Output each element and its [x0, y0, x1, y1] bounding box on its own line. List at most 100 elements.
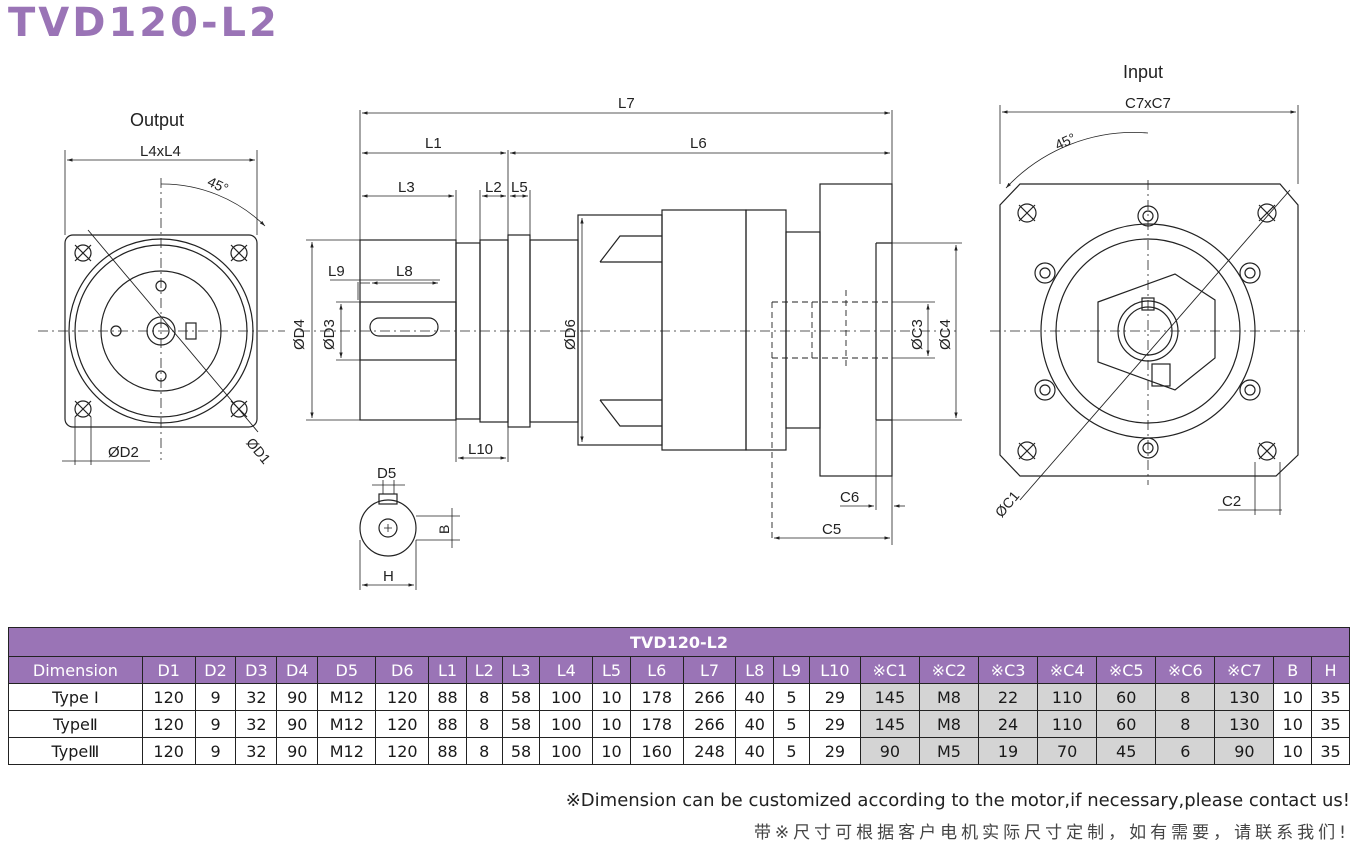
table-title-row: TVD120-L2	[8, 627, 1350, 657]
dim-l10: L10	[468, 441, 493, 458]
header-cell: ※C6	[1155, 656, 1216, 684]
table-cell: 8	[1155, 710, 1216, 738]
table-cell: 32	[235, 683, 278, 711]
header-cell: ※C7	[1214, 656, 1275, 684]
header-dimension: Dimension	[8, 656, 143, 684]
dim-c6: C6	[840, 489, 859, 506]
table-cell: 120	[375, 710, 430, 738]
table-cell: 35	[1311, 710, 1350, 738]
bolt-holes	[1017, 203, 1277, 461]
key-b-label: B	[436, 525, 452, 534]
table-cell: 58	[501, 710, 541, 738]
table-cell: 160	[629, 737, 684, 765]
table-cell: 266	[682, 710, 737, 738]
header-cell: L6	[629, 656, 684, 684]
header-cell: L5	[592, 656, 631, 684]
key-d5-label: D5	[377, 465, 396, 482]
table-cell: 29	[808, 710, 861, 738]
table-cell: 5	[773, 737, 810, 765]
output-width-label: L4xL4	[140, 143, 181, 160]
table-cell: 32	[235, 737, 278, 765]
output-view	[38, 150, 285, 465]
table-cell: 8	[465, 737, 503, 765]
table-cell: 22	[978, 683, 1039, 711]
table-title: TVD120-L2	[8, 627, 1350, 657]
input-view	[990, 105, 1305, 515]
table-cell: 40	[735, 737, 775, 765]
table-cell: 10	[592, 710, 631, 738]
table-cell: M12	[317, 710, 377, 738]
dim-l7: L7	[618, 95, 635, 112]
table-cell: 100	[539, 683, 594, 711]
header-cell: D4	[276, 656, 319, 684]
table-cell: 110	[1037, 710, 1098, 738]
table-cell: 266	[682, 683, 737, 711]
table-cell: 145	[859, 683, 920, 711]
header-cell: D2	[194, 656, 237, 684]
gear-housing	[577, 214, 663, 446]
table-cell: 10	[1273, 710, 1313, 738]
dim-c3: ØC3	[909, 319, 926, 350]
table-cell: 120	[375, 683, 430, 711]
dim-l9: L9	[328, 263, 345, 280]
input-c2-label: C2	[1222, 493, 1241, 510]
table-cell: 9	[194, 737, 237, 765]
table-cell: 8	[465, 710, 503, 738]
table-cell: 40	[735, 683, 775, 711]
header-cell: D6	[375, 656, 430, 684]
technical-drawing: Output L4xL4 45° ØD1 ØD2 L7 L1 L6 L3 L2 …	[38, 62, 1305, 590]
input-angle-label: 45°	[1052, 130, 1078, 153]
input-heading: Input	[1123, 62, 1163, 82]
table-cell: 32	[235, 710, 278, 738]
table-cell: 10	[592, 683, 631, 711]
table-cell: 100	[539, 737, 594, 765]
table-cell: 60	[1096, 710, 1157, 738]
row-type-label: Type Ⅰ	[8, 683, 143, 711]
header-cell: L2	[465, 656, 503, 684]
table-cell: 10	[1273, 737, 1313, 765]
table-cell: 9	[194, 683, 237, 711]
header-cell: D5	[317, 656, 377, 684]
key-h-label: H	[383, 568, 394, 585]
header-cell: ※C2	[918, 656, 980, 684]
table-cell: 6	[1155, 737, 1216, 765]
header-cell: L7	[682, 656, 737, 684]
table-cell: M5	[918, 737, 980, 765]
table-cell: 120	[141, 683, 196, 711]
dim-l5: L5	[511, 179, 528, 196]
header-cell: ※C3	[978, 656, 1039, 684]
table-cell: 40	[735, 710, 775, 738]
table-cell: M12	[317, 683, 377, 711]
table-cell: 29	[808, 737, 861, 765]
header-cell: D1	[141, 656, 196, 684]
output-angle-label: 45°	[205, 173, 231, 196]
table-cell: 5	[773, 710, 810, 738]
dim-l8: L8	[396, 263, 413, 280]
table-cell: 120	[375, 737, 430, 765]
output-d1-label: ØD1	[243, 435, 274, 467]
header-cell: ※C4	[1037, 656, 1098, 684]
table-cell: 90	[1214, 737, 1275, 765]
table-cell: 178	[629, 710, 684, 738]
table-cell: M8	[918, 710, 980, 738]
table-cell: 100	[539, 710, 594, 738]
table-cell: 88	[428, 710, 467, 738]
table-cell: 145	[859, 710, 920, 738]
table-cell: M8	[918, 683, 980, 711]
table-cell: 120	[141, 710, 196, 738]
page-title: TVD120-L2	[8, 0, 280, 46]
table-cell: 70	[1037, 737, 1098, 765]
header-cell: B	[1273, 656, 1313, 684]
dim-l6: L6	[690, 135, 707, 152]
table-cell: 58	[501, 683, 541, 711]
customization-note-chinese: 带※尺寸可根据客户电机实际尺寸定制，如有需要，请联系我们!	[753, 823, 1350, 843]
header-cell: L4	[539, 656, 594, 684]
header-cell: L10	[808, 656, 861, 684]
header-cell: D3	[235, 656, 278, 684]
header-cell: L1	[428, 656, 467, 684]
table-cell: 10	[592, 737, 631, 765]
